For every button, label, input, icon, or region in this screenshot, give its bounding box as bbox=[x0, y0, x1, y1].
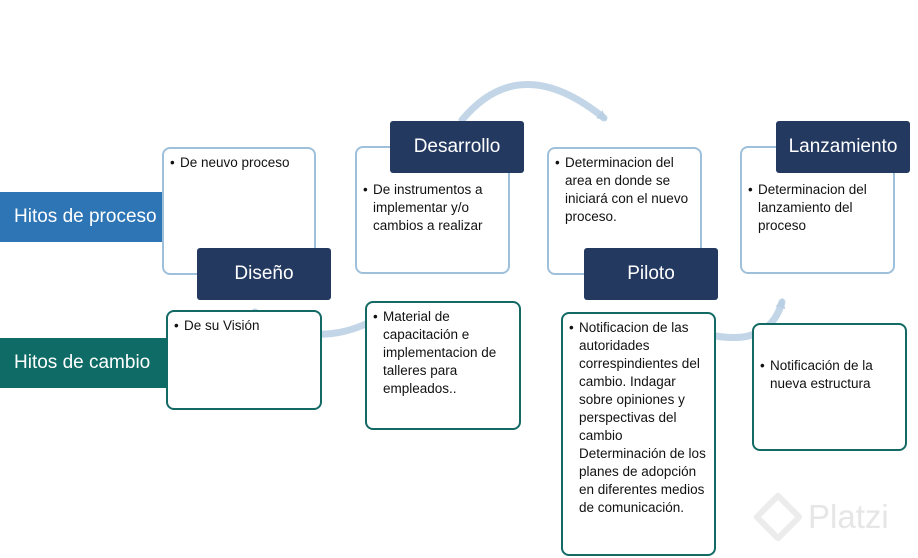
phase-piloto: Piloto bbox=[584, 248, 718, 300]
change-item-piloto: Notificacion de las autoridades correspi… bbox=[569, 319, 708, 517]
change-item-desarrollo: Material de capacitación e implementacio… bbox=[373, 308, 513, 398]
process-item-diseno: De neuvo proceso bbox=[170, 154, 308, 172]
platzi-watermark: Platzi bbox=[752, 491, 889, 543]
process-item-lanzamiento: Determinacion del lanzamiento del proces… bbox=[748, 181, 887, 235]
arrow-desarrollo-to-piloto bbox=[458, 81, 608, 124]
row-label-cambio: Hitos de cambio bbox=[0, 338, 195, 388]
watermark-text: Platzi bbox=[808, 498, 889, 535]
change-item-lanzamiento: Notificación de la nueva estructura bbox=[760, 357, 899, 393]
platzi-logo-icon bbox=[752, 491, 804, 543]
phase-lanzamiento: Lanzamiento bbox=[776, 121, 910, 173]
change-item-diseno: De su Visión bbox=[174, 317, 314, 335]
change-box-diseno: De su Visión bbox=[166, 310, 322, 410]
phase-desarrollo: Desarrollo bbox=[390, 121, 524, 173]
phase-diseno: Diseño bbox=[197, 248, 331, 300]
change-box-lanzamiento: Notificación de la nueva estructura bbox=[752, 323, 907, 451]
change-box-desarrollo: Material de capacitación e implementacio… bbox=[365, 301, 521, 430]
row-label-proceso: Hitos de proceso bbox=[0, 192, 191, 242]
process-item-piloto: Determinacion del area en donde se inici… bbox=[555, 154, 694, 226]
process-item-desarrollo: De instrumentos a implementar y/o cambio… bbox=[363, 181, 502, 235]
change-box-piloto: Notificacion de las autoridades correspi… bbox=[561, 312, 716, 556]
